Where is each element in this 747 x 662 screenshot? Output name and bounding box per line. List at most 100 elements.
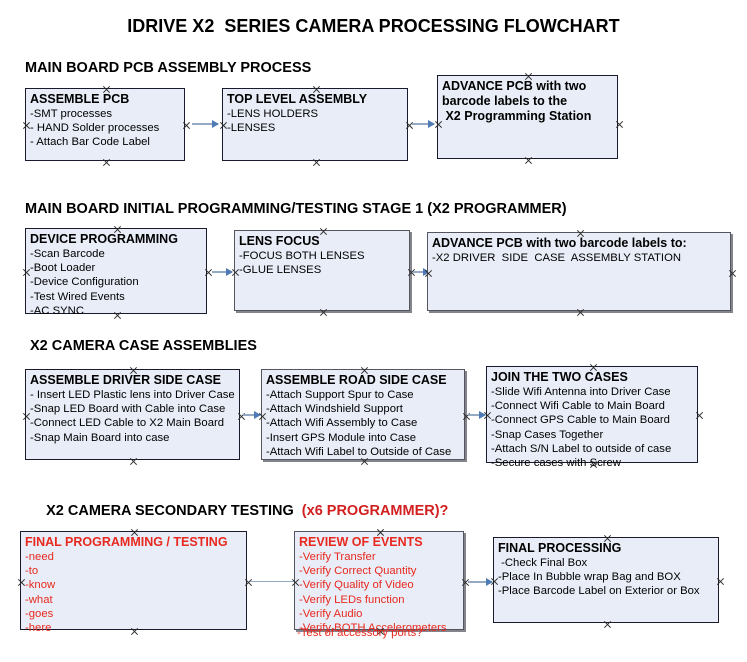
node-title: REVIEW OF EVENTS <box>299 535 423 549</box>
node-line: -Place Barcode Label on Exterior or Box <box>498 585 700 598</box>
connector-lens-focus-to-advance-pcb[interactable] <box>413 268 430 276</box>
arrow-head-icon <box>486 578 493 586</box>
node-advance-pcb-programming-station[interactable]: ADVANCE PCB with two barcode labels to t… <box>437 75 618 159</box>
node-line: -Connect GPS Cable to Main Board <box>491 414 670 427</box>
connector-handle-bottom[interactable] <box>603 620 612 629</box>
node-assemble-pcb[interactable]: ASSEMBLE PCB -SMT processes - HAND Solde… <box>25 88 185 161</box>
node-line: -Verify Transfer <box>299 551 376 563</box>
node-title: ADVANCE PCB with two <box>442 79 587 93</box>
node-line: -FOCUS BOTH LENSES <box>239 250 365 262</box>
node-top-level-assembly[interactable]: TOP LEVEL ASSEMBLY -LENS HOLDERS -LENSES <box>222 88 408 161</box>
arrow-head-icon <box>423 268 430 276</box>
node-line: -Verify Audio <box>299 607 363 620</box>
arrow-head-icon <box>428 120 435 128</box>
connector-handle-right[interactable] <box>716 577 725 586</box>
node-line: -Check Final Box <box>498 557 588 569</box>
section-heading-text: X2 CAMERA SECONDARY TESTING <box>46 503 302 519</box>
arrow-head-icon <box>226 268 233 276</box>
connector-review-to-final-processing[interactable] <box>468 578 493 586</box>
node-line: - Attach Bar Code Label <box>30 136 150 149</box>
node-line: -what <box>25 593 53 606</box>
section-heading-x2-camera-case-assemblies: X2 CAMERA CASE ASSEMBLIES <box>30 338 257 354</box>
node-line: -Secure cases with Screw <box>491 457 621 470</box>
connector-handle-right[interactable] <box>237 412 246 421</box>
node-title: ASSEMBLE PCB <box>30 92 130 106</box>
node-title: ASSEMBLE DRIVER SIDE CASE <box>30 373 222 387</box>
node-line: -Snap Main Board into case <box>30 431 170 444</box>
node-line: -Snap LED Board with Cable into Case <box>30 403 226 416</box>
section-heading-main-board-initial-programming: MAIN BOARD INITIAL PROGRAMMING/TESTING S… <box>25 201 567 217</box>
node-line: -here <box>25 622 52 635</box>
connector-handle-right[interactable] <box>244 578 253 587</box>
node-review-of-events-overflow-line: -Test of accessory ports? <box>297 627 423 639</box>
connector-driver-case-to-road-case[interactable] <box>243 411 261 419</box>
connector-top-level-to-advance-pcb[interactable] <box>412 120 435 128</box>
node-assemble-driver-side-case[interactable]: ASSEMBLE DRIVER SIDE CASE - Insert LED P… <box>25 369 240 460</box>
connector-handle-right[interactable] <box>182 121 191 130</box>
node-device-programming[interactable]: DEVICE PROGRAMMING -Scan Barcode -Boot L… <box>25 228 207 317</box>
node-line: -Verify BOTH Accelerometers <box>299 622 447 635</box>
connector-handle-right[interactable] <box>405 121 414 130</box>
node-line: -LENS HOLDERS <box>227 108 319 120</box>
connector-final-programming-to-review[interactable] <box>250 581 295 582</box>
node-line: -SMT processes <box>30 108 113 120</box>
node-lens-focus[interactable]: LENS FOCUS -FOCUS BOTH LENSES -GLUE LENS… <box>234 230 410 311</box>
connector-handle-right[interactable] <box>728 269 737 278</box>
node-join-the-two-cases[interactable]: JOIN THE TWO CASES -Slide Wifi Antenna i… <box>486 366 698 469</box>
node-line: -Slide Wifi Antenna into Driver Case <box>491 386 671 398</box>
section-heading-x2-camera-secondary-testing: X2 CAMERA SECONDARY TESTING (x6 PROGRAMM… <box>30 487 448 535</box>
node-line: -Insert GPS Module into Case <box>266 431 417 444</box>
node-title-cont: X2 Programming Station <box>442 109 592 123</box>
node-line: -Attach Support Spur to Case <box>266 389 414 401</box>
node-line: -Attach Windshield Support <box>266 403 403 416</box>
node-line: -X2 DRIVER SIDE CASE ASSEMBLY STATION <box>432 252 682 264</box>
section-heading-accent: (x6 PROGRAMMER)? <box>301 503 449 519</box>
connector-handle-bottom[interactable] <box>524 156 533 165</box>
node-line: -AC SYNC <box>30 304 84 317</box>
node-title: FINAL PROGRAMMING / TESTING <box>25 535 228 549</box>
node-final-programming-testing[interactable]: FINAL PROGRAMMING / TESTING -need -to -k… <box>20 531 247 634</box>
node-line: -Attach Wifi Label to Outside of Case <box>266 445 452 458</box>
node-line: -Snap Cases Together <box>491 428 604 441</box>
connector-device-programming-to-lens-focus[interactable] <box>212 268 233 276</box>
node-line: -goes <box>25 607 54 620</box>
node-line: -know <box>25 579 56 592</box>
node-review-of-events[interactable]: REVIEW OF EVENTS -Verify Transfer -Verif… <box>294 531 464 634</box>
node-line: -Scan Barcode <box>30 248 105 260</box>
node-line: -Test Wired Events <box>30 290 125 303</box>
node-line: -need <box>25 551 54 563</box>
node-line: -Place In Bubble wrap Bag and BOX <box>498 571 681 584</box>
connector-handle-bottom[interactable] <box>312 158 321 167</box>
arrow-head-icon <box>254 411 261 419</box>
connector-handle-bottom[interactable] <box>102 158 111 167</box>
node-final-processing[interactable]: FINAL PROCESSING -Check Final Box -Place… <box>493 537 719 623</box>
node-title: ADVANCE PCB with two barcode labels to: <box>432 236 687 250</box>
node-line: - HAND Solder processes <box>30 122 160 135</box>
node-title: FINAL PROCESSING <box>498 541 622 555</box>
node-line: -Connect Wifi Cable to Main Board <box>491 400 665 413</box>
connector-road-case-to-join-cases[interactable] <box>468 411 486 419</box>
section-heading-main-board-pcb-assembly-process: MAIN BOARD PCB ASSEMBLY PROCESS <box>25 60 312 76</box>
node-line: -Attach S/N Label to outside of case <box>491 442 672 455</box>
connector-handle-bottom[interactable] <box>129 457 138 466</box>
node-line: -Boot Loader <box>30 262 96 275</box>
node-line: -Verify Correct Quantity <box>299 565 417 578</box>
connector-handle-right[interactable] <box>695 411 704 420</box>
connector-handle-bottom[interactable] <box>319 308 328 317</box>
node-title: ASSEMBLE ROAD SIDE CASE <box>266 373 447 387</box>
node-line: -Verify Quality of Video <box>299 579 414 592</box>
connector-handle-right[interactable] <box>462 412 471 421</box>
node-line: -Device Configuration <box>30 276 139 289</box>
node-line: -to <box>25 565 39 578</box>
node-assemble-road-side-case[interactable]: ASSEMBLE ROAD SIDE CASE -Attach Support … <box>261 369 465 460</box>
node-line: -LENSES <box>227 122 276 135</box>
node-line: -Attach Wifi Assembly to Case <box>266 417 418 430</box>
node-title: LENS FOCUS <box>239 234 320 248</box>
connector-handle-bottom[interactable] <box>576 308 585 317</box>
arrow-head-icon <box>212 120 219 128</box>
connector-assemble-pcb-to-top-level[interactable] <box>192 120 219 128</box>
connector-handle-right[interactable] <box>615 120 624 129</box>
node-title-cont: barcode labels to the <box>442 94 568 108</box>
node-advance-pcb-driver-side-case[interactable]: ADVANCE PCB with two barcode labels to: … <box>427 232 731 311</box>
